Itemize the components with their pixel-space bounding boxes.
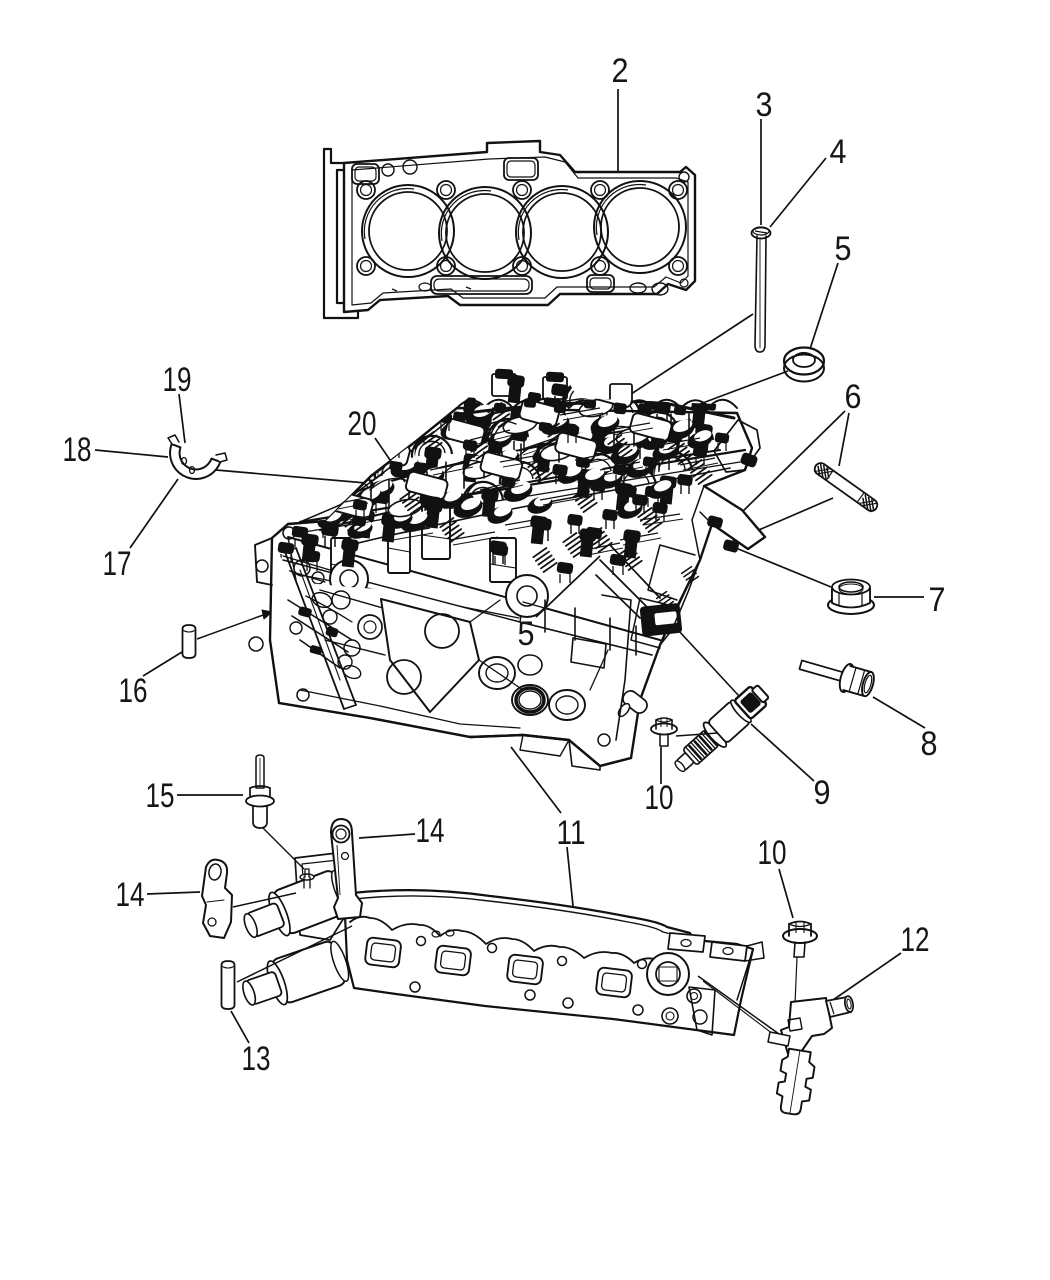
svg-text:17: 17 — [103, 545, 132, 583]
svg-text:14: 14 — [116, 876, 145, 914]
svg-text:20: 20 — [348, 405, 377, 443]
svg-text:8: 8 — [921, 725, 938, 763]
svg-text:12: 12 — [901, 921, 930, 959]
svg-text:3: 3 — [756, 86, 773, 124]
svg-text:14: 14 — [416, 812, 445, 850]
svg-text:5: 5 — [835, 230, 852, 268]
svg-text:19: 19 — [163, 361, 192, 399]
svg-text:7: 7 — [929, 581, 946, 619]
svg-text:16: 16 — [119, 672, 148, 710]
svg-text:2: 2 — [612, 52, 629, 90]
svg-text:18: 18 — [63, 431, 92, 469]
svg-text:15: 15 — [146, 777, 175, 815]
svg-text:9: 9 — [814, 774, 831, 812]
svg-text:11: 11 — [557, 814, 586, 852]
svg-text:10: 10 — [645, 779, 674, 817]
svg-text:10: 10 — [758, 834, 787, 872]
svg-text:4: 4 — [830, 133, 847, 171]
svg-text:6: 6 — [845, 378, 862, 416]
svg-text:13: 13 — [242, 1040, 271, 1078]
svg-text:5: 5 — [518, 615, 535, 653]
